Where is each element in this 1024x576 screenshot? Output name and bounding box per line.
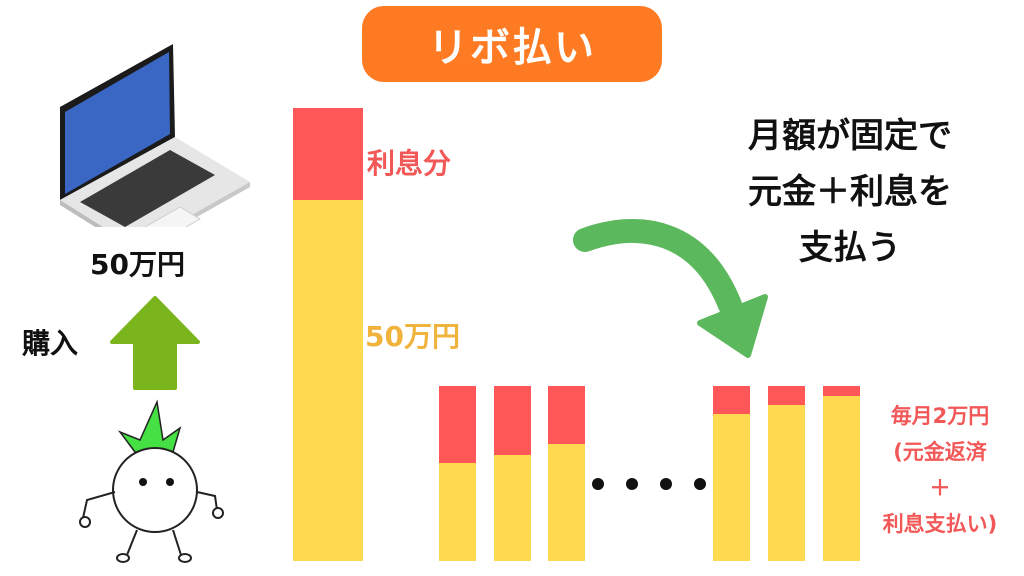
month-bar-n-1 (768, 386, 805, 561)
ellipsis-dot (592, 478, 604, 490)
price-label: 50万円 (90, 248, 185, 281)
ellipsis-dot (694, 478, 706, 490)
total-bar (293, 108, 363, 561)
ellipsis-dot (626, 478, 638, 490)
monthly-payment-note: 毎月2万円 (元金返済 ＋ 利息支払い) (858, 398, 1022, 542)
principal-label: 50万円 (365, 320, 460, 353)
curved-arrow-icon (573, 219, 768, 358)
headline: 月額が固定で 元金＋利息を 支払う (700, 108, 1000, 276)
note-line-1: 毎月2万円 (890, 404, 990, 428)
month-bar-n (823, 386, 860, 561)
headline-line-3: 支払う (799, 228, 901, 268)
month-bar-3 (548, 386, 585, 561)
title-text: リボ払い (428, 25, 596, 71)
principal-segment (439, 463, 476, 561)
note-line-2: (元金返済 (893, 440, 987, 464)
title-banner: リボ払い (362, 6, 662, 82)
principal-segment (293, 200, 363, 561)
principal-segment (823, 396, 860, 561)
laptop-icon (60, 44, 250, 227)
month-bar-2 (494, 386, 531, 561)
interest-segment (548, 386, 585, 444)
interest-segment (768, 386, 805, 405)
month-bar-n-2 (713, 386, 750, 561)
interest-segment (439, 386, 476, 463)
month-bar-1 (439, 386, 476, 561)
principal-segment (494, 455, 531, 561)
purchase-label: 購入 (22, 327, 79, 360)
note-line-4: 利息支払い) (882, 512, 998, 536)
interest-segment (823, 386, 860, 396)
up-arrow-icon (110, 296, 200, 390)
note-line-3: ＋ (929, 476, 951, 500)
principal-segment (713, 414, 750, 561)
interest-segment (293, 108, 363, 200)
interest-segment (494, 386, 531, 455)
headline-line-2: 元金＋利息を (748, 172, 952, 212)
headline-line-1: 月額が固定で (748, 116, 952, 156)
interest-segment (713, 386, 750, 414)
interest-label: 利息分 (367, 147, 452, 180)
ellipsis-dot (660, 478, 672, 490)
principal-segment (768, 405, 805, 561)
principal-segment (548, 444, 585, 561)
turnip-character (79, 399, 224, 563)
